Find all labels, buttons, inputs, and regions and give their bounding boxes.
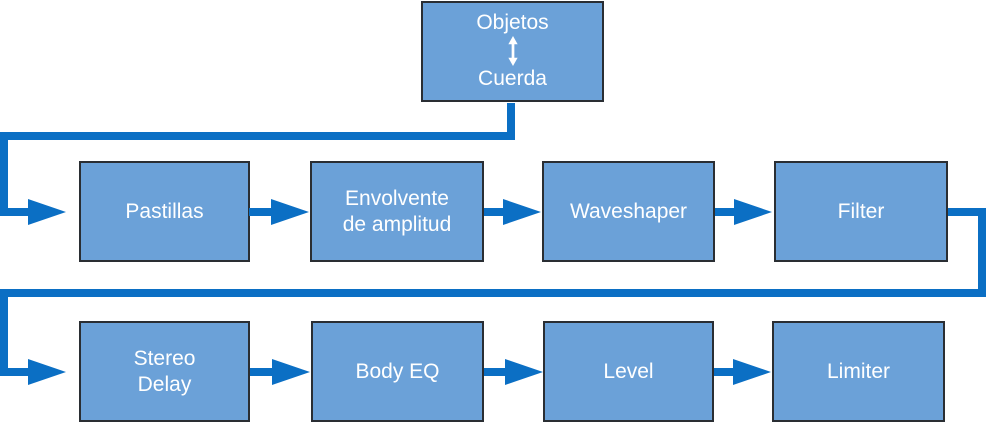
arrowhead-into-waveshaper [503, 199, 541, 225]
node-label: Delay [137, 372, 192, 396]
node-stereo-delay: Stereo Delay [79, 321, 250, 422]
node-label: Waveshaper [569, 199, 688, 223]
connector-row1-entry-shaft [0, 208, 30, 216]
vertical-double-arrow-icon [507, 36, 518, 66]
node-envolvente-de-amplitud: Envolvente de amplitud [310, 161, 484, 262]
node-waveshaper: Waveshaper [542, 161, 715, 262]
node-label: Level [603, 359, 654, 383]
node-pastillas: Pastillas [79, 161, 250, 262]
node-label-cuerda: Cuerda [478, 67, 547, 90]
connector-row2-feed-horizontal [0, 289, 986, 297]
arrowhead-into-level [505, 359, 543, 385]
connector-right-vertical [978, 208, 986, 297]
connector-row2-entry-shaft [0, 368, 30, 376]
node-body-eq: Body EQ [311, 321, 484, 422]
arrowhead-into-stereo-delay [28, 359, 66, 385]
connector-pastillas-envolvente-shaft [249, 208, 273, 216]
connector-level-limiter-shaft [714, 368, 736, 376]
connector-stereodelay-bodyeq-shaft [250, 368, 274, 376]
connector-filter-exit-shaft [948, 208, 986, 216]
arrowhead-into-pastillas [28, 199, 66, 225]
arrowhead-into-envolvente [271, 199, 309, 225]
node-label-objetos: Objetos [476, 11, 549, 34]
connector-waveshaper-filter-shaft [715, 208, 737, 216]
node-label: Pastillas [125, 199, 204, 223]
node-label: Filter [837, 199, 885, 223]
node-filter: Filter [774, 161, 948, 262]
node-label: Body EQ [355, 359, 440, 383]
connector-top-drop [507, 103, 515, 140]
node-limiter: Limiter [772, 321, 945, 422]
connector-envolvente-waveshaper-shaft [484, 208, 506, 216]
connector-bodyeq-level-shaft [484, 368, 507, 376]
arrowhead-into-filter [734, 199, 772, 225]
node-label: de amplitud [342, 212, 452, 236]
node-level: Level [543, 321, 714, 422]
node-label: Envolvente [345, 186, 449, 210]
arrowhead-into-body-eq [272, 359, 310, 385]
node-objetos-cuerda: Objetos Cuerda [421, 1, 604, 102]
connector-row1-feed-horizontal [0, 132, 515, 140]
connector-row1-feed-vertical [0, 132, 8, 216]
node-label: Limiter [826, 359, 890, 383]
node-label: Stereo [133, 346, 196, 370]
connector-row2-feed-vertical [0, 289, 8, 376]
arrowhead-into-limiter [733, 359, 771, 385]
